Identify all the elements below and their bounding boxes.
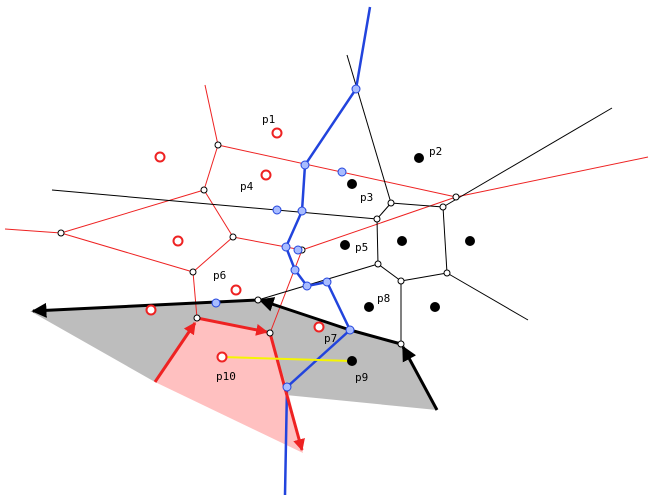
site-p8 [364, 302, 374, 312]
site-p5 [340, 240, 350, 250]
site-p6 [230, 284, 242, 296]
label-p10: p10 [216, 370, 236, 383]
point-labels: p1 p2 p4 p3 p5 p6 p8 p7 p10 p9 [213, 113, 442, 384]
label-p9: p9 [355, 371, 368, 384]
black-voronoi-edges [51, 54, 613, 344]
site-p7 [313, 321, 325, 333]
label-p2: p2 [429, 145, 442, 158]
red-voronoi-edges [4, 84, 649, 334]
black-sites [340, 153, 475, 366]
red-sites [145, 127, 325, 363]
label-p3: p3 [360, 191, 373, 204]
site-p9 [347, 356, 357, 366]
voronoi-vertices [57, 141, 460, 348]
label-p1: p1 [262, 113, 275, 126]
site-p3 [347, 179, 357, 189]
site-p2 [414, 153, 424, 163]
red-arrows [153, 316, 305, 452]
label-p8: p8 [377, 292, 390, 305]
site-p1 [271, 127, 283, 139]
site-p4 [260, 169, 272, 181]
label-p4: p4 [240, 180, 254, 193]
site-p10 [216, 351, 228, 363]
label-p5: p5 [355, 241, 368, 254]
yellow-segment [221, 356, 353, 362]
black-boundary [31, 297, 439, 411]
label-p7: p7 [324, 332, 337, 345]
blue-vertices [211, 84, 361, 392]
pink-region [155, 318, 303, 453]
label-p6: p6 [213, 269, 226, 282]
